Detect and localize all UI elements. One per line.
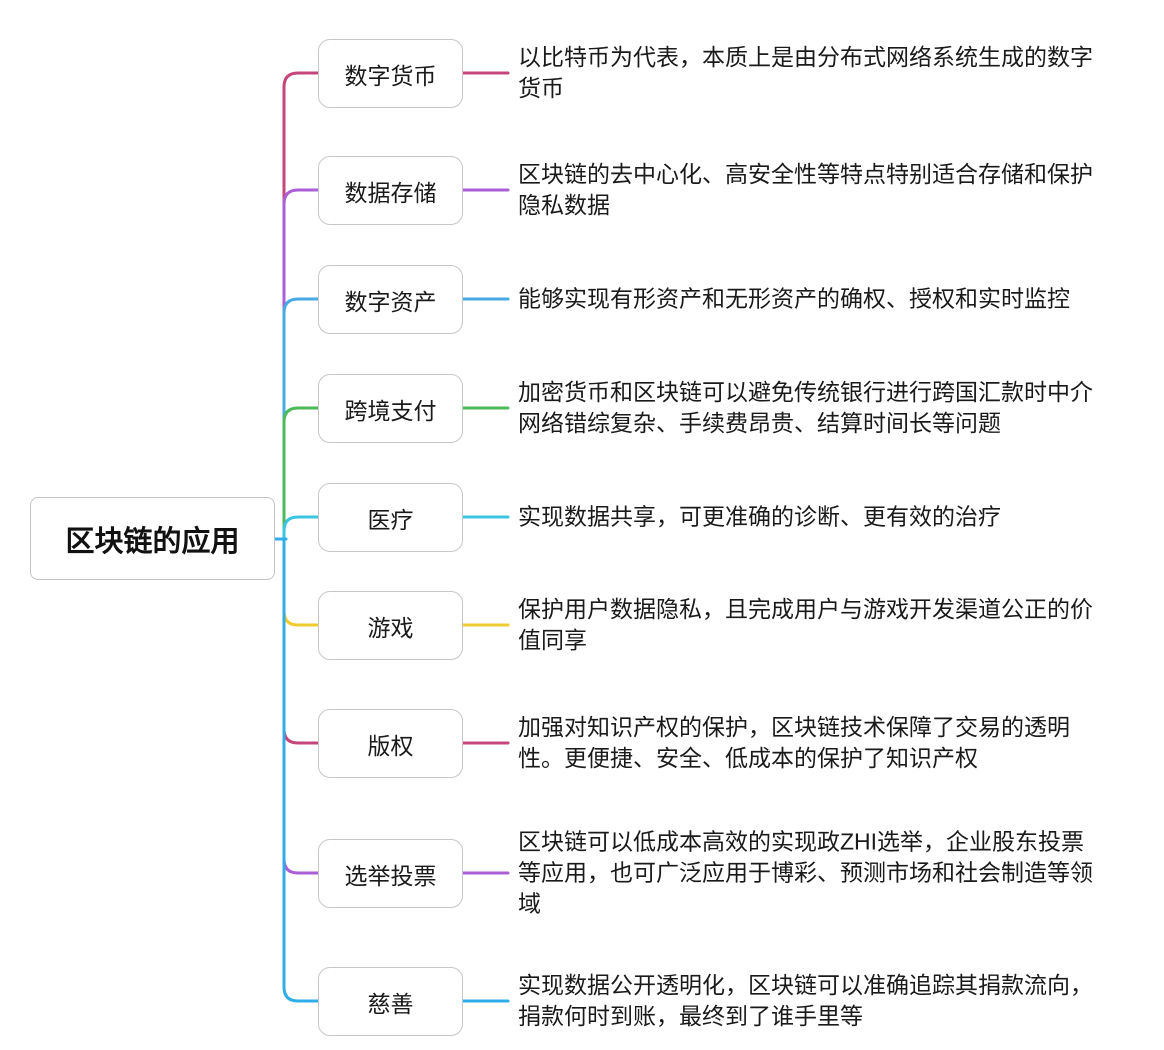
branch-description-digital-currency: 以比特币为代表，本质上是由分布式网络系统生成的数字货币 (518, 44, 1093, 101)
branch-description-medical: 实现数据共享，可更准确的诊断、更有效的治疗 (518, 503, 1001, 530)
branch-connector-cross-border-payment (282, 406, 320, 541)
topic-box-digital-assets[interactable]: 数字资产 (318, 265, 463, 334)
topic-label-gaming: 游戏 (367, 614, 414, 641)
branch-connector-copyright (282, 537, 320, 745)
branch-connector-data-storage (282, 188, 320, 541)
branch-connector-gaming (282, 537, 320, 627)
topic-label-digital-currency: 数字货币 (344, 62, 437, 89)
branch-description-cross-border-payment: 加密货币和区块链可以避免传统银行进行跨国汇款时中介网络错综复杂、手续费昂贵、结算… (518, 379, 1093, 436)
topic-box-digital-currency[interactable]: 数字货币 (318, 39, 463, 108)
branch-description-election-voting: 区块链可以低成本高效的实现政ZHI选举，企业股东投票等应用，也可广泛应用于博彩、… (518, 828, 1093, 917)
branch-description-data-storage: 区块链的去中心化、高安全性等特点特别适合存储和保护隐私数据 (518, 161, 1093, 218)
topic-box-election-voting[interactable]: 选举投票 (318, 839, 463, 908)
branch-connector-digital-assets (282, 297, 320, 541)
topic-label-election-voting: 选举投票 (344, 862, 437, 889)
branch-description-digital-assets: 能够实现有形资产和无形资产的确权、授权和实时监控 (518, 285, 1070, 312)
branch-description-gaming: 保护用户数据隐私，且完成用户与游戏开发渠道公正的价值同享 (518, 596, 1093, 653)
branch-connector-digital-currency (282, 71, 320, 541)
branch-connector-medical (282, 515, 320, 541)
topic-box-cross-border-payment[interactable]: 跨境支付 (318, 374, 463, 443)
topic-box-gaming[interactable]: 游戏 (318, 591, 463, 660)
topic-label-medical: 医疗 (367, 506, 414, 533)
root-topic-label: 区块链的应用 (65, 525, 240, 558)
branch-description-charity: 实现数据公开透明化，区块链可以准确追踪其捐款流向，捐款何时到账，最终到了谁手里等 (518, 972, 1093, 1029)
topic-label-charity: 慈善 (367, 990, 414, 1017)
topic-label-cross-border-payment: 跨境支付 (344, 397, 437, 424)
branch-description-copyright: 加强对知识产权的保护，区块链技术保障了交易的透明性。更便捷、安全、低成本的保护了… (518, 714, 1070, 771)
topic-label-data-storage: 数据存储 (344, 179, 437, 206)
topic-box-medical[interactable]: 医疗 (318, 483, 463, 552)
branch-connector-charity (282, 537, 320, 1003)
topic-box-data-storage[interactable]: 数据存储 (318, 156, 463, 225)
branch-connector-election-voting (282, 537, 320, 875)
root-topic-box[interactable]: 区块链的应用 (30, 497, 275, 580)
topic-label-copyright: 版权 (367, 732, 414, 759)
topic-box-copyright[interactable]: 版权 (318, 709, 463, 778)
topic-label-digital-assets: 数字资产 (344, 288, 437, 315)
topic-box-charity[interactable]: 慈善 (318, 967, 463, 1036)
